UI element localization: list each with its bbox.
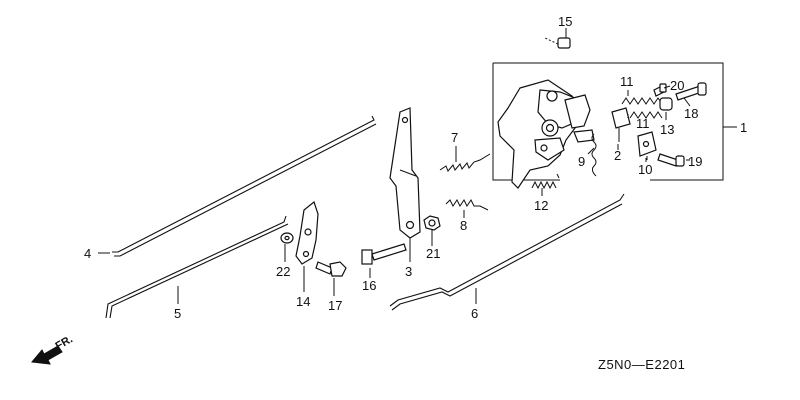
callout-18: 18 (684, 106, 698, 121)
part-6-rod (389, 193, 625, 311)
control-base-plate (497, 79, 595, 189)
part-21-nut (423, 215, 441, 231)
part-12-spring (531, 173, 560, 190)
callout-9: 9 (578, 154, 585, 169)
callout-7: 7 (451, 130, 458, 145)
leader-lines (98, 28, 691, 304)
callout-15: 15 (558, 14, 572, 29)
callout-10: 10 (638, 162, 652, 177)
callout-1: 1 (740, 120, 747, 135)
part-8-spring (445, 199, 489, 211)
callout-2: 2 (614, 148, 621, 163)
front-direction-arrow-icon: FR. (31, 333, 75, 365)
part-9-spring (591, 133, 597, 177)
callout-17: 17 (328, 298, 342, 313)
callout-11-upper: 11 (620, 74, 634, 89)
callout-5: 5 (174, 306, 181, 321)
part-22-washer (280, 232, 294, 244)
part-11-spring-upper (621, 97, 663, 105)
drawing-code: Z5N0—E2201 (598, 357, 685, 372)
callout-19: 19 (688, 154, 702, 169)
callout-14: 14 (296, 294, 310, 309)
callout-labels: 1 2 3 4 5 6 7 8 9 10 11 11 12 13 14 15 1… (84, 14, 747, 321)
callout-13: 13 (660, 122, 674, 137)
callout-8: 8 (460, 218, 467, 233)
part-3-lever-arm (389, 107, 421, 239)
part-18-bolt (675, 82, 707, 101)
callout-16: 16 (362, 278, 376, 293)
part-19-screw (657, 153, 685, 167)
callout-11-lower: 11 (636, 116, 650, 131)
part-7-spring (439, 153, 491, 172)
front-direction-label: FR. (54, 333, 75, 352)
assembly-frame (492, 62, 737, 181)
part-16-bolt (361, 243, 407, 265)
callout-4: 4 (84, 246, 91, 261)
callout-20: 20 (670, 78, 684, 93)
part-5-rod (105, 215, 289, 319)
callout-22: 22 (276, 264, 290, 279)
part-17-bolt (315, 261, 347, 277)
part-2-plate (611, 107, 631, 142)
callout-21: 21 (426, 246, 440, 261)
callout-6: 6 (471, 306, 478, 321)
callout-12: 12 (534, 198, 548, 213)
part-10-bracket (637, 131, 657, 160)
callout-3: 3 (405, 264, 412, 279)
part-14-lever (295, 200, 319, 265)
part-13-collar (659, 97, 673, 111)
part-11-spring-lower (629, 111, 663, 119)
part-4-rod (112, 115, 377, 257)
part-20-screw (653, 83, 667, 97)
part-15-bolt (544, 37, 571, 49)
